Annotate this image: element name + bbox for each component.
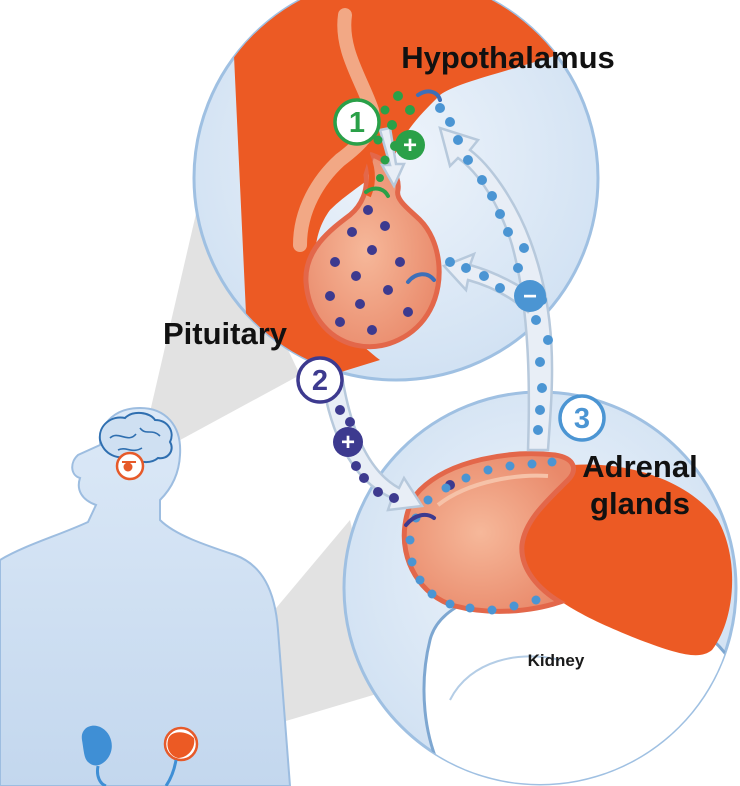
adrenal-cortex [401, 451, 577, 614]
kidney-label: Kidney [528, 651, 585, 670]
step-3-sign-badge: − [514, 280, 546, 312]
arrow-hypo-to-pit [378, 126, 406, 189]
left-kidney-icon [81, 725, 112, 766]
step-2-badge: 2 [296, 356, 344, 404]
human-body-figure [0, 406, 292, 786]
svg-text:3: 3 [574, 403, 590, 435]
adrenal-label-line2: glands [590, 486, 690, 521]
hormone-purple-dots [325, 205, 455, 503]
svg-text:+: + [341, 429, 355, 456]
pituitary-label: Pituitary [163, 316, 288, 351]
step-3-badge: 3 [558, 394, 606, 442]
hypothalamus-label: Hypothalamus [401, 40, 615, 75]
receptors [364, 89, 442, 527]
svg-text:1: 1 [349, 107, 365, 139]
step-1-sign-badge: + [395, 130, 425, 160]
adrenal-label-line1: Adrenal [582, 449, 697, 484]
hormone-green-dots [373, 91, 415, 182]
svg-text:−: − [523, 283, 537, 310]
adrenal-zoom-circle [342, 390, 738, 786]
step-1-badge: 1 [333, 98, 381, 146]
svg-text:2: 2 [312, 365, 328, 397]
hormone-blue-dots [405, 103, 557, 615]
step-2-sign-badge: + [333, 427, 363, 457]
svg-text:+: + [403, 132, 417, 159]
right-kidney-icon [167, 732, 195, 758]
zoom-cone-brain [125, 175, 300, 470]
adrenal-medulla [511, 464, 733, 656]
